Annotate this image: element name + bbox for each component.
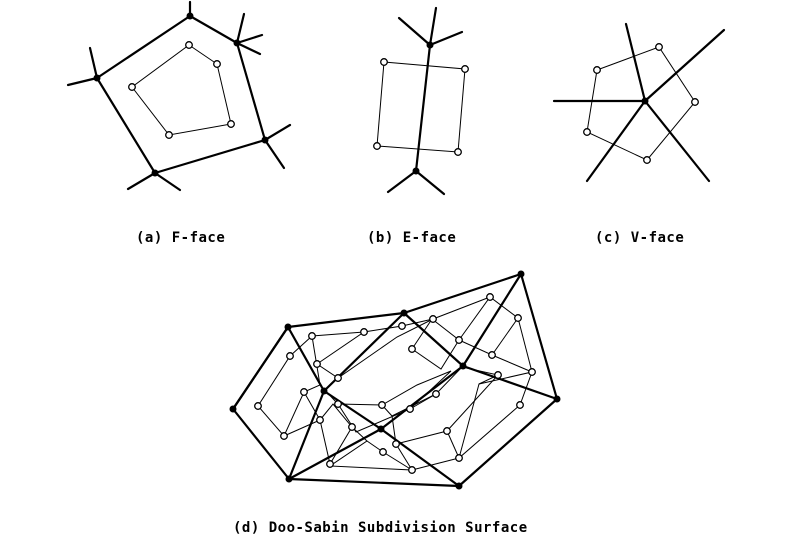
panel-doo-sabin-surface xyxy=(230,271,561,490)
panel-v-face xyxy=(554,24,724,181)
v-face-vertex xyxy=(642,98,649,105)
f-face-inner-face xyxy=(132,45,231,135)
f-face-outgoing-edges xyxy=(68,2,290,190)
f-face-outer-face xyxy=(97,16,265,173)
control-mesh xyxy=(233,274,557,486)
f-face-vertices xyxy=(94,13,269,177)
caption-v-face: (c) V-face xyxy=(595,230,684,246)
e-face-edges xyxy=(388,8,462,194)
panel-e-face xyxy=(374,8,469,194)
caption-f-face: (a) F-face xyxy=(136,230,225,246)
e-face-inner-face xyxy=(377,62,465,152)
caption-e-face: (b) E-face xyxy=(367,230,456,246)
f-face-new-points xyxy=(129,42,235,139)
caption-doo-sabin-surface: (d) Doo-Sabin Subdivision Surface xyxy=(233,520,528,536)
e-face-new-points xyxy=(374,59,469,156)
panel-f-face xyxy=(68,2,290,190)
control-vertices xyxy=(230,271,561,490)
